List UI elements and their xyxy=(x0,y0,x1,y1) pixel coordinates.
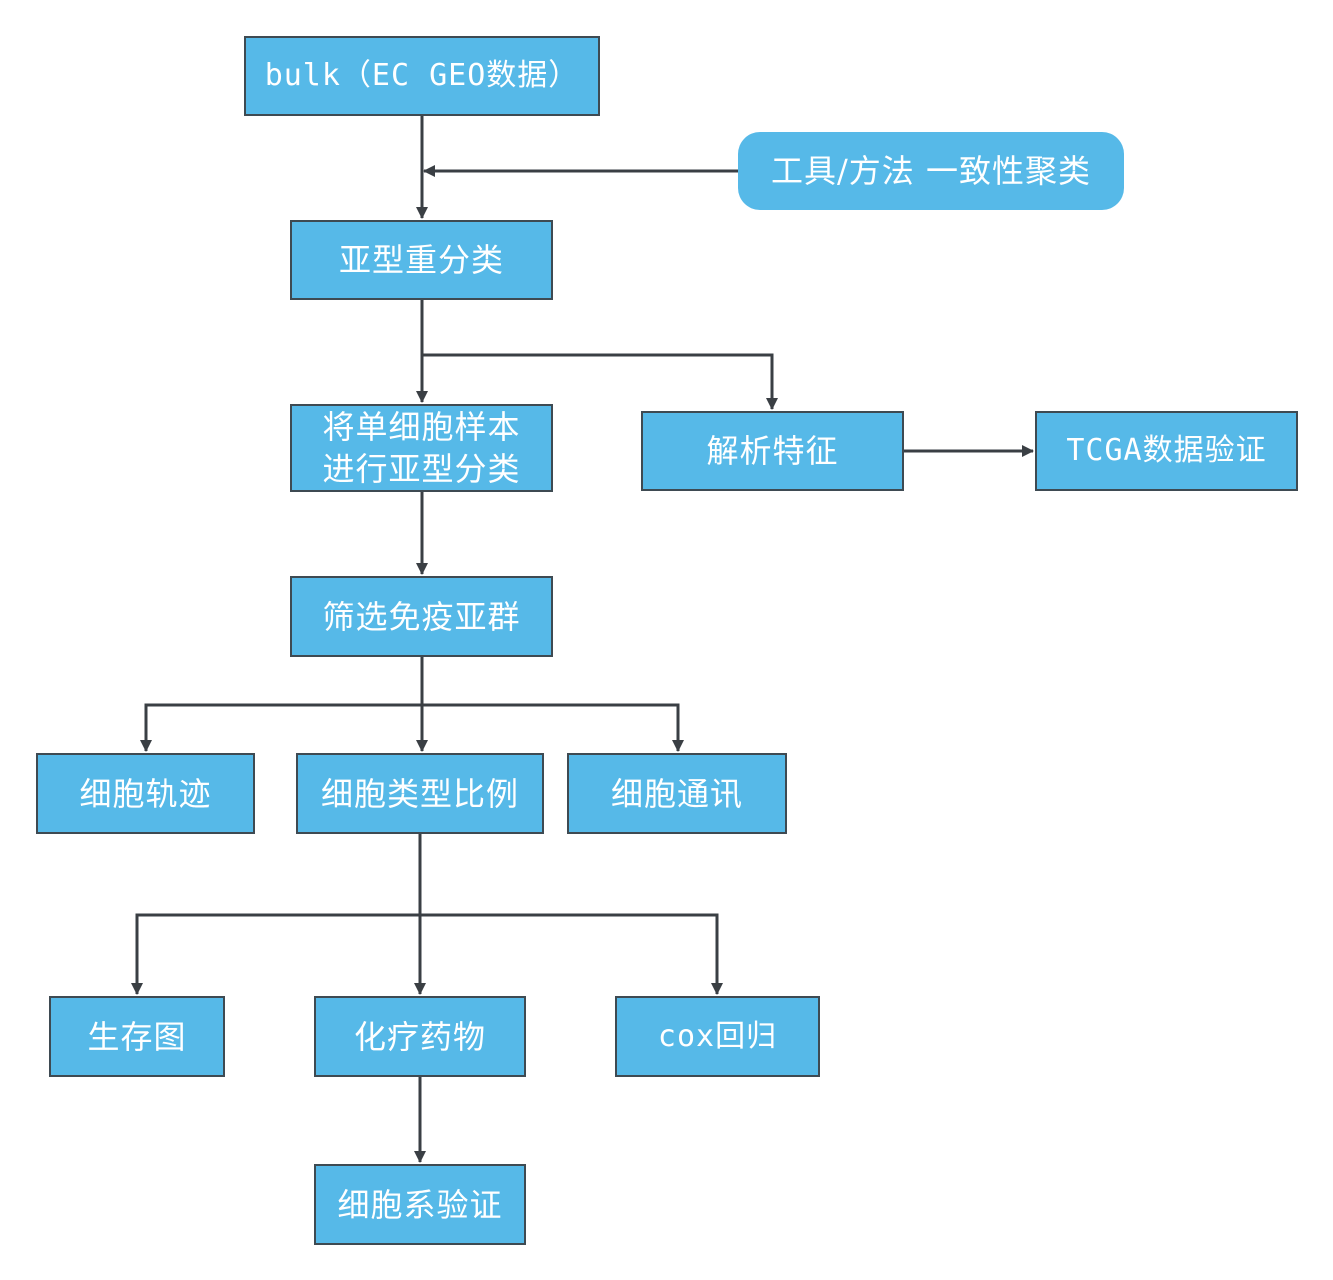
arrow-immune-to-communication xyxy=(422,703,684,752)
node-cell-communication: 细胞通讯 xyxy=(567,753,787,834)
arrow-proportion-to-survival xyxy=(131,913,420,995)
node-subtype-reclassification: 亚型重分类 xyxy=(290,220,553,300)
node-communication-label: 细胞通讯 xyxy=(610,774,743,813)
node-cox-regression: cox回归 xyxy=(615,996,820,1077)
node-trajectory-label: 细胞轨迹 xyxy=(79,774,212,813)
node-immune-subgroup-screening: 筛选免疫亚群 xyxy=(290,576,553,657)
node-proportion-label: 细胞类型比例 xyxy=(320,774,519,813)
node-cell-type-proportion: 细胞类型比例 xyxy=(296,753,544,834)
node-tool-label: 工具/方法 一致性聚类 xyxy=(771,152,1091,190)
node-cell-line-validation: 细胞系验证 xyxy=(314,1164,526,1245)
node-cell-trajectory: 细胞轨迹 xyxy=(36,753,255,834)
arrow-proportion-to-cox xyxy=(420,913,723,995)
arrow-immune-to-trajectory xyxy=(140,703,422,752)
node-tcga-validation: TCGA数据验证 xyxy=(1035,411,1298,491)
node-chemotherapy-drugs: 化疗药物 xyxy=(314,996,526,1077)
node-survival-label: 生存图 xyxy=(87,1017,187,1056)
node-feature-analysis: 解析特征 xyxy=(641,411,904,491)
node-immune-label: 筛选免疫亚群 xyxy=(322,597,521,636)
node-survival-plot: 生存图 xyxy=(49,996,225,1077)
arrow-subtype-to-features xyxy=(422,353,778,410)
node-single-cell-label: 将单细胞样本 进行亚型分类 xyxy=(322,408,521,488)
node-features-label: 解析特征 xyxy=(706,432,839,470)
node-single-cell-subtyping: 将单细胞样本 进行亚型分类 xyxy=(290,404,553,492)
node-tool-consensus-clustering: 工具/方法 一致性聚类 xyxy=(738,132,1124,210)
node-cox-label: cox回归 xyxy=(657,1018,778,1054)
node-bulk-ec-geo-data: bulk（EC GEO数据） xyxy=(244,36,600,116)
node-cell-line-label: 细胞系验证 xyxy=(337,1185,503,1224)
node-subtype-label: 亚型重分类 xyxy=(338,241,504,279)
node-tcga-label: TCGA数据验证 xyxy=(1066,433,1267,468)
node-chemo-label: 化疗药物 xyxy=(353,1017,486,1056)
node-bulk-label: bulk（EC GEO数据） xyxy=(264,58,580,93)
